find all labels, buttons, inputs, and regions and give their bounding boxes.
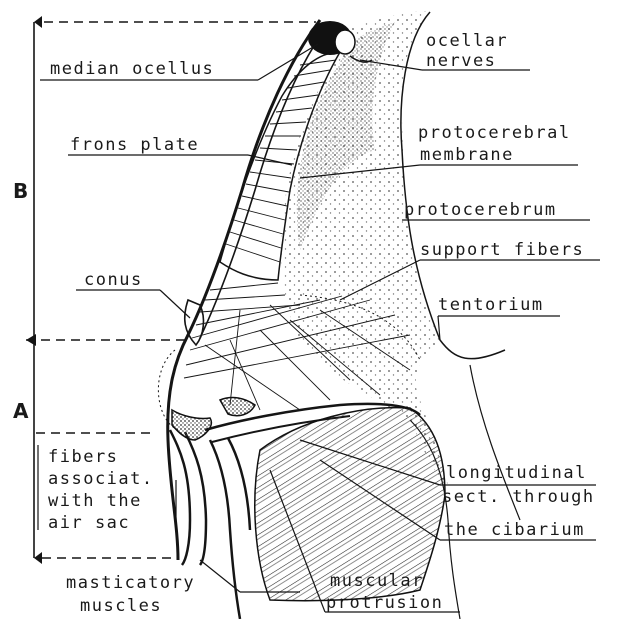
label-protocerebrum: protocerebrum: [404, 200, 557, 220]
label-ocellar-nerves-2: nerves: [426, 51, 496, 71]
label-masticatory-1: masticatory: [66, 573, 195, 593]
label-support-fibers: support fibers: [420, 240, 584, 260]
label-fibers-air-sac-4: air sac: [48, 513, 130, 533]
label-muscular-protrusion-1: muscular: [330, 571, 424, 591]
label-longitudinal-3: the cibarium: [444, 520, 585, 540]
label-muscular-protrusion-2: protrusion: [326, 593, 443, 613]
label-tentorium: tentorium: [438, 295, 544, 315]
region-a-label: A: [13, 399, 29, 423]
label-median-ocellus: median ocellus: [50, 59, 214, 79]
label-fibers-air-sac-1: fibers: [48, 447, 118, 467]
label-masticatory-2: muscles: [80, 596, 162, 616]
label-ocellar-nerves-1: ocellar: [426, 31, 508, 51]
label-fibers-air-sac-3: with the: [48, 491, 142, 511]
label-protocerebral-membrane-2: membrane: [420, 145, 514, 165]
label-longitudinal-1: longitudinal: [446, 463, 587, 483]
label-fibers-air-sac-2: associat.: [48, 469, 154, 489]
label-protocerebral-membrane-1: protocerebral: [418, 123, 571, 143]
region-b-label: B: [13, 179, 28, 203]
label-frons-plate: frons plate: [70, 135, 199, 155]
label-longitudinal-2: sect. through: [442, 487, 595, 507]
label-conus: conus: [84, 270, 143, 290]
